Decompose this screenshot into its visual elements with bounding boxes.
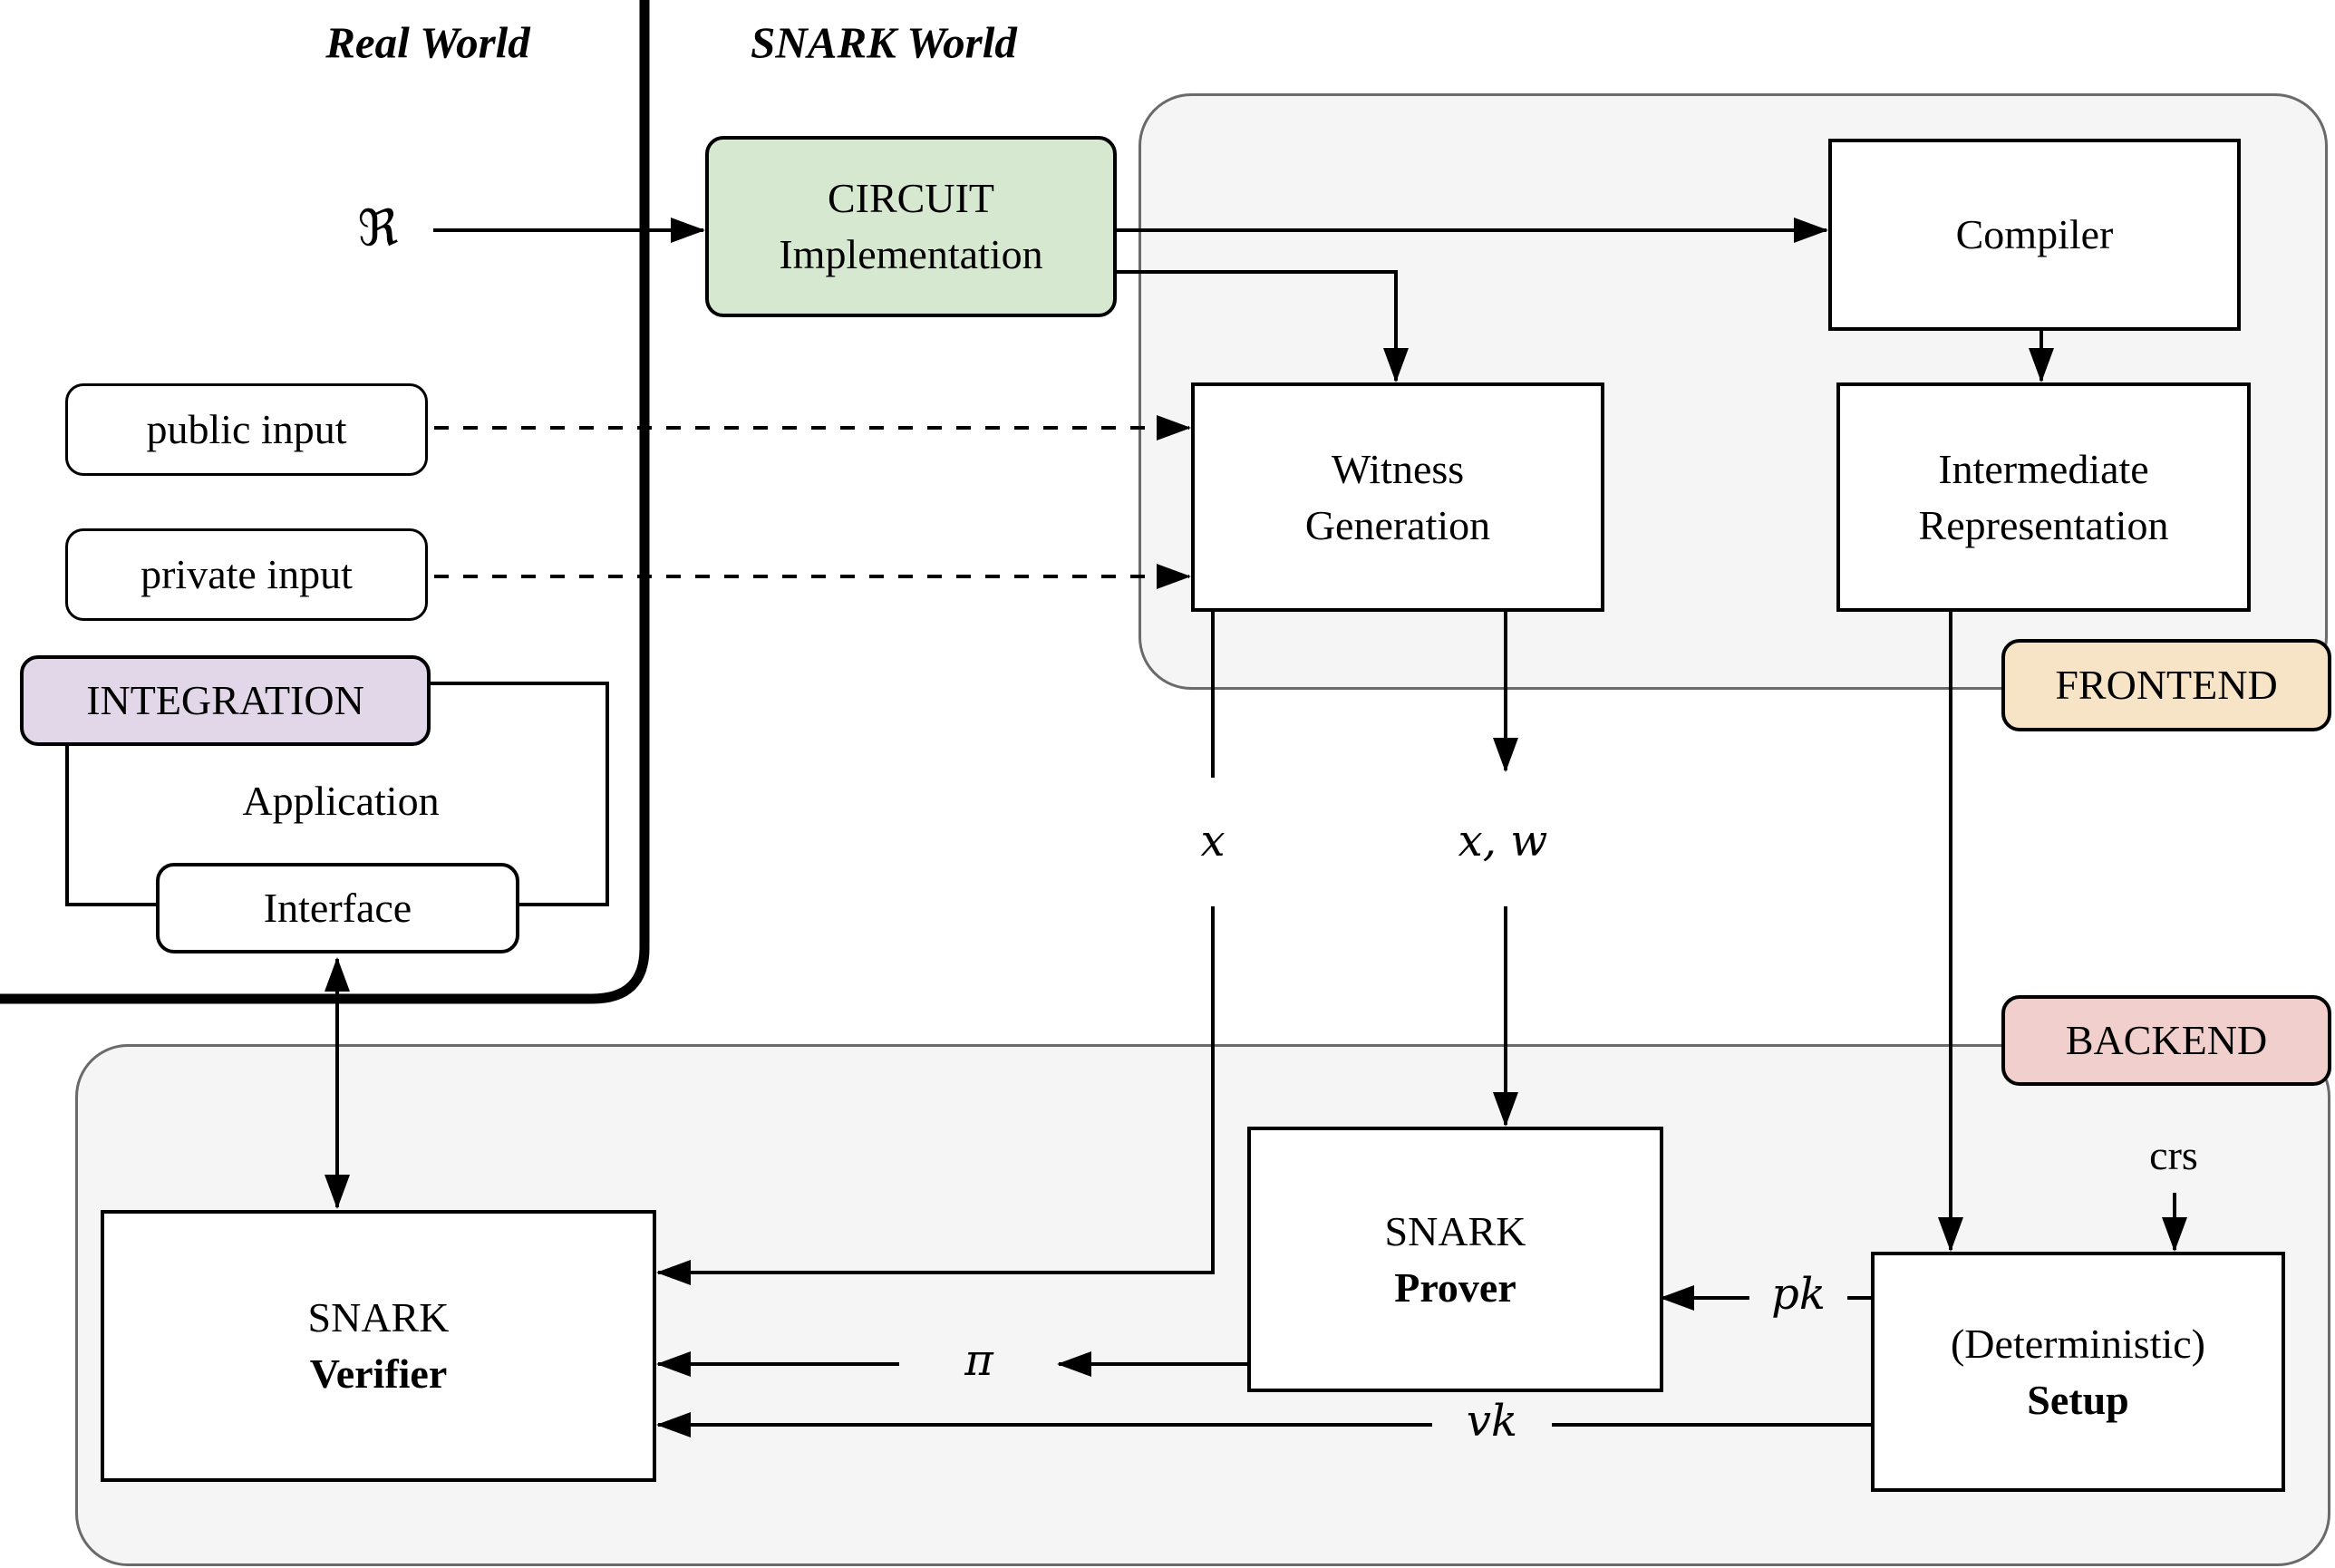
prover-box: SNARK Prover <box>1247 1127 1663 1392</box>
witness-line1: Witness <box>1331 445 1465 492</box>
prover-line1: SNARK <box>1384 1207 1526 1254</box>
world-divider-line <box>0 0 644 999</box>
verifier-box: SNARK Verifier <box>101 1210 656 1482</box>
interface-label: Interface <box>263 885 412 931</box>
snark-world-title: SNARK World <box>751 17 1017 68</box>
verifier-line2: Verifier <box>309 1350 448 1397</box>
edge-x-to-verifier <box>656 906 1213 1285</box>
public-input-box: public input <box>65 383 428 476</box>
circuit-line1: CIRCUIT <box>828 175 994 221</box>
x-label: x <box>1200 816 1226 866</box>
pi-label: π <box>964 1335 993 1386</box>
setup-box: (Deterministic) Setup <box>1871 1252 2285 1492</box>
vk-label: vk <box>1466 1396 1518 1447</box>
crs-label: crs <box>2149 1132 2198 1178</box>
witness-generation-box: Witness Generation <box>1191 382 1604 612</box>
real-world-title: Real World <box>325 17 530 68</box>
ir-line2: Representation <box>1918 501 2169 548</box>
pk-label: pk <box>1771 1269 1826 1320</box>
setup-line1: (Deterministic) <box>1950 1320 2205 1367</box>
edge-circuit-to-witness <box>1117 272 1409 382</box>
xw-label: x, w <box>1458 816 1548 866</box>
integration-label: INTEGRATION <box>86 677 364 723</box>
public-input-label: public input <box>146 406 347 452</box>
compiler-box: Compiler <box>1828 139 2241 331</box>
application-label: Application <box>242 778 440 824</box>
frontend-tag-label: FRONTEND <box>2055 662 2278 708</box>
circuit-line2: Implementation <box>779 231 1043 277</box>
relation-symbol: ℜ <box>357 198 399 257</box>
ir-line1: Intermediate <box>1938 445 2149 492</box>
verifier-line1: SNARK <box>307 1294 450 1341</box>
interface-box: Interface <box>156 863 519 953</box>
backend-tag: BACKEND <box>2001 995 2331 1086</box>
private-input-label: private input <box>140 551 353 597</box>
compiler-label: Compiler <box>1955 211 2114 257</box>
backend-tag-label: BACKEND <box>2065 1017 2268 1063</box>
setup-line2: Setup <box>2027 1376 2129 1423</box>
circuit-box: CIRCUIT Implementation <box>705 136 1117 317</box>
prover-line2: Prover <box>1394 1263 1516 1311</box>
frontend-tag: FRONTEND <box>2001 639 2331 731</box>
witness-line2: Generation <box>1304 501 1491 548</box>
intermediate-representation-box: Intermediate Representation <box>1836 382 2251 612</box>
private-input-box: private input <box>65 528 428 621</box>
integration-box: INTEGRATION <box>20 655 431 746</box>
